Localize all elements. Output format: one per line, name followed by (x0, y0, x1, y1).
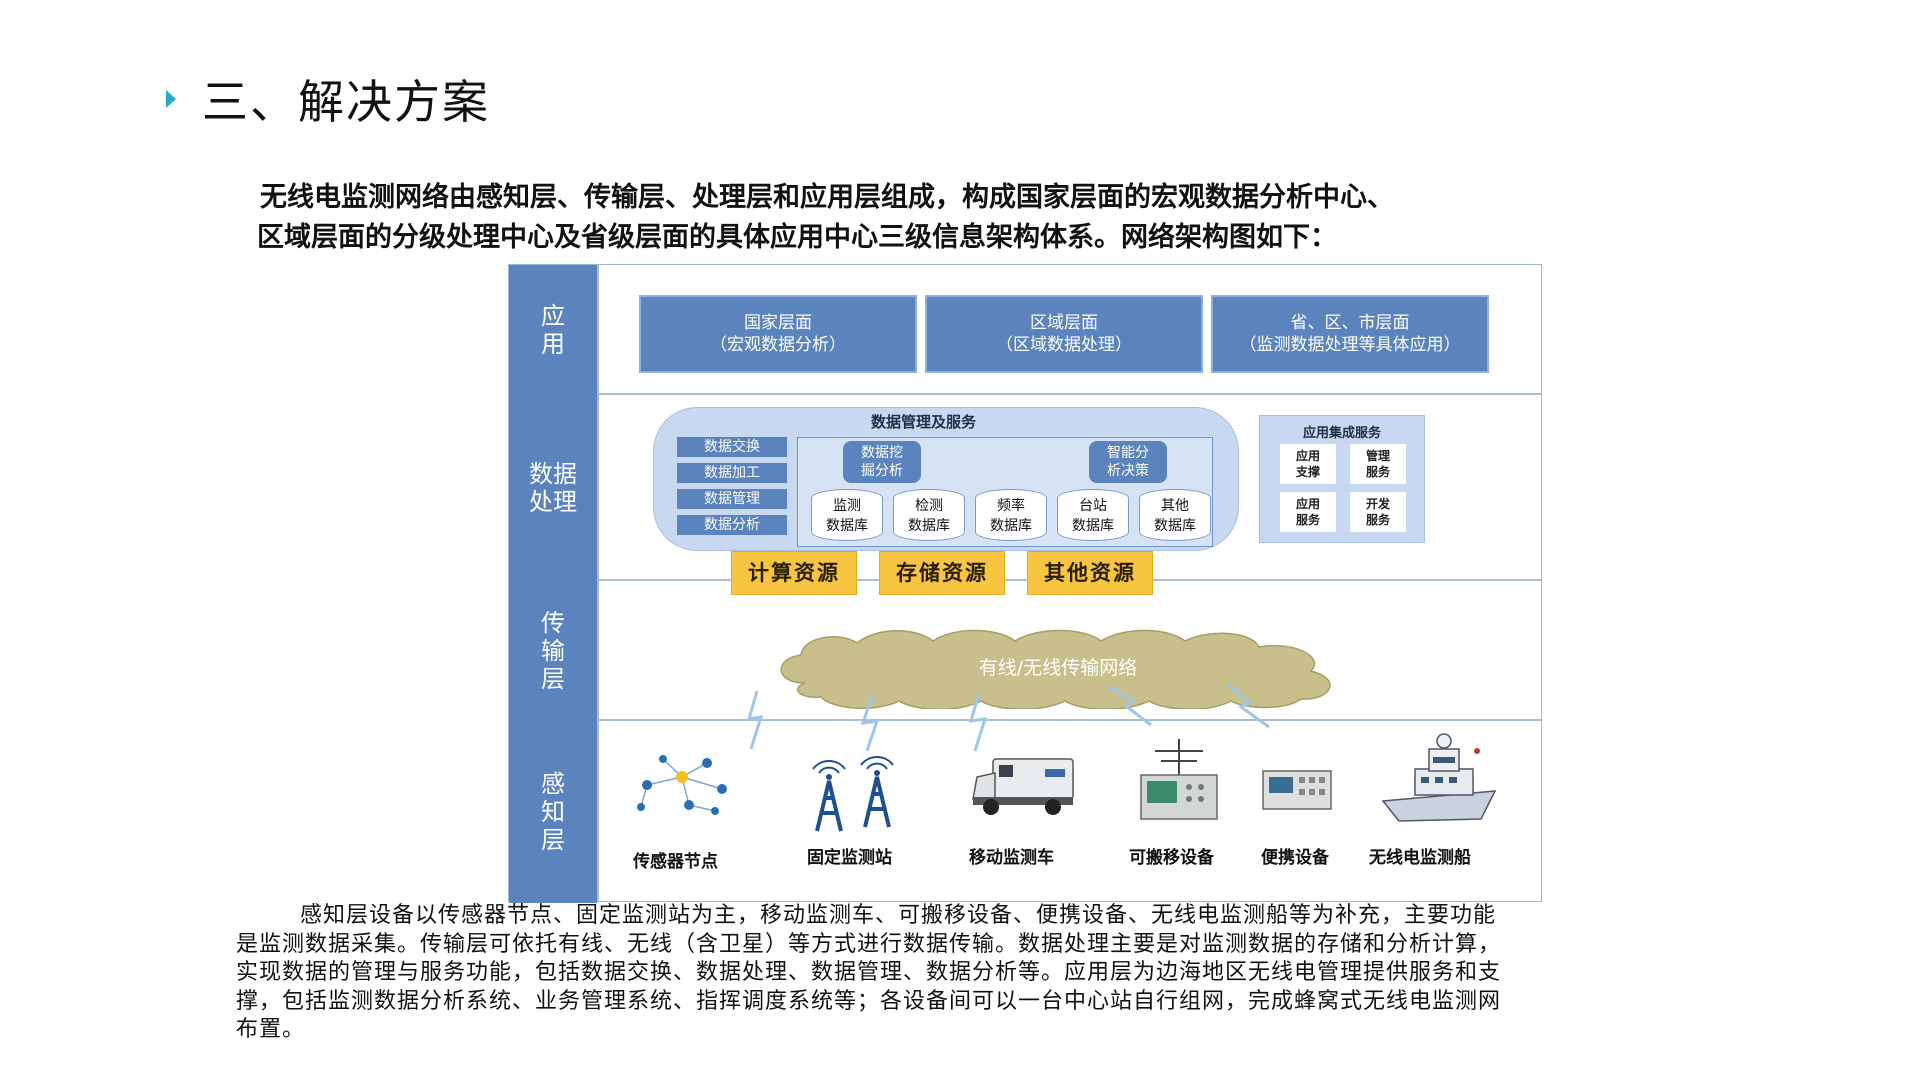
paragraph-line: 是监测数据采集。传输层可依托有线、无线（含卫星）等方式进行数据传输。数据处理主要… (236, 931, 1502, 957)
app-box-sub: （监测数据处理等具体应用） (1239, 335, 1461, 355)
transportable-equipment-icon (1140, 739, 1218, 820)
lightning-icon (968, 692, 988, 752)
lightning-icon (1227, 683, 1270, 729)
database-icon: 频率 数据库 (975, 489, 1047, 541)
intro-text: 无线电监测网络由感知层、传输层、处理层和应用层组成，构成国家层面的宏观数据分析中… (257, 178, 1680, 258)
app-box-title: 区域层面 (1030, 313, 1098, 333)
architecture-diagram: 应 用 数据 处理 传 输 层 感 知 层 国家层面 （宏观数据分析） 区域层面… (508, 264, 1542, 903)
page-title: 三、解决方案 (202, 75, 490, 129)
data-management-title: 数据管理及服务 (871, 413, 977, 431)
app-box-national: 国家层面 （宏观数据分析） (639, 295, 917, 373)
layer-label-data-processing: 数据 处理 (509, 395, 597, 581)
paragraph-line: 撑，包括监测数据分析系统、业务管理系统、指挥调度系统等；各设备间可以一台中心站自… (236, 988, 1502, 1014)
service-box: 应用 支撑 (1280, 444, 1336, 484)
intro-line-2: 区域层面的分级处理中心及省级层面的具体应用中心三级信息架构体系。网络架构图如下： (257, 222, 1337, 253)
app-services-panel: 应用集成服务 应用 支撑 管理 服务 应用 服务 开发 服务 (1259, 415, 1425, 543)
lightning-icon (860, 692, 880, 752)
vehicle-icon (972, 758, 1074, 815)
app-services-title: 应用集成服务 (1302, 426, 1381, 441)
resource-compute: 计算资源 (731, 551, 857, 595)
device-label-portable: 便携设备 (1261, 848, 1329, 868)
service-box: 管理 服务 (1350, 444, 1406, 484)
resource-other: 其他资源 (1027, 551, 1153, 595)
database-icon: 检测 数据库 (893, 489, 965, 541)
description-paragraph: 感知层设备以传感器节点、固定监测站为主，移动监测车、可搬移设备、便携设备、无线电… (236, 902, 1796, 1045)
pill-data-mining: 数据挖 掘分析 (843, 441, 921, 483)
portable-device-icon (1262, 770, 1332, 810)
network-cloud: 有线/无线传输网络 (765, 625, 1351, 710)
divider (597, 265, 599, 901)
layer-label-perception: 感 知 层 (509, 721, 597, 903)
divider (597, 393, 1541, 395)
app-box-sub: （宏观数据分析） (710, 335, 846, 355)
lightning-icon (746, 690, 764, 750)
paragraph-line: 布置。 (236, 1017, 306, 1042)
intro-line-1: 无线电监测网络由感知层、传输层、处理层和应用层组成，构成国家层面的宏观数据分析中… (260, 182, 1394, 213)
database-icon: 监测 数据库 (811, 489, 883, 541)
monitoring-ship-icon (1381, 733, 1497, 822)
database-icon: 其他 数据库 (1139, 489, 1211, 541)
app-box-provincial: 省、区、市层面 （监测数据处理等具体应用） (1211, 295, 1489, 373)
divider (597, 719, 1541, 721)
data-item: 数据管理 (677, 489, 787, 509)
device-label-transportable: 可搬移设备 (1129, 848, 1214, 868)
signal-links (746, 683, 1270, 752)
resource-storage: 存储资源 (879, 551, 1005, 595)
device-label-sensor: 传感器节点 (633, 852, 718, 872)
lightning-icon (1108, 685, 1152, 727)
device-label-mobile-vehicle: 移动监测车 (969, 848, 1054, 868)
app-box-sub: （区域数据处理） (996, 335, 1132, 355)
sensor-network-icon (637, 755, 727, 815)
data-item: 数据交换 (677, 437, 787, 457)
pill-intelligent-decision: 智能分 析决策 (1089, 441, 1167, 483)
paragraph-line: 实现数据的管理与服务功能，包括数据交换、数据处理、数据管理、数据分析等。应用层为… (236, 960, 1502, 985)
service-box: 开发 服务 (1350, 492, 1406, 532)
paragraph-line: 感知层设备以传感器节点、固定监测站为主，移动监测车、可搬移设备、便携设备、无线电… (300, 903, 1497, 928)
device-label-fixed-station: 固定监测站 (807, 848, 892, 868)
network-label: 有线/无线传输网络 (978, 657, 1138, 679)
database-icon: 台站 数据库 (1057, 489, 1129, 541)
cloud-icon (780, 629, 1331, 710)
section-heading: 三、解决方案 (166, 66, 490, 132)
app-box-regional: 区域层面 （区域数据处理） (925, 295, 1203, 373)
service-box: 应用 服务 (1280, 492, 1336, 532)
app-box-title: 国家层面 (744, 313, 812, 333)
data-item: 数据加工 (677, 463, 787, 483)
device-label-ship: 无线电监测船 (1369, 848, 1471, 868)
data-item: 数据分析 (677, 515, 787, 535)
triangle-bullet-icon (166, 90, 176, 108)
tower-icon (812, 756, 894, 832)
layer-label-transport: 传 输 层 (509, 581, 597, 721)
layer-label-application: 应 用 (509, 265, 597, 395)
app-box-title: 省、区、市层面 (1290, 313, 1410, 333)
